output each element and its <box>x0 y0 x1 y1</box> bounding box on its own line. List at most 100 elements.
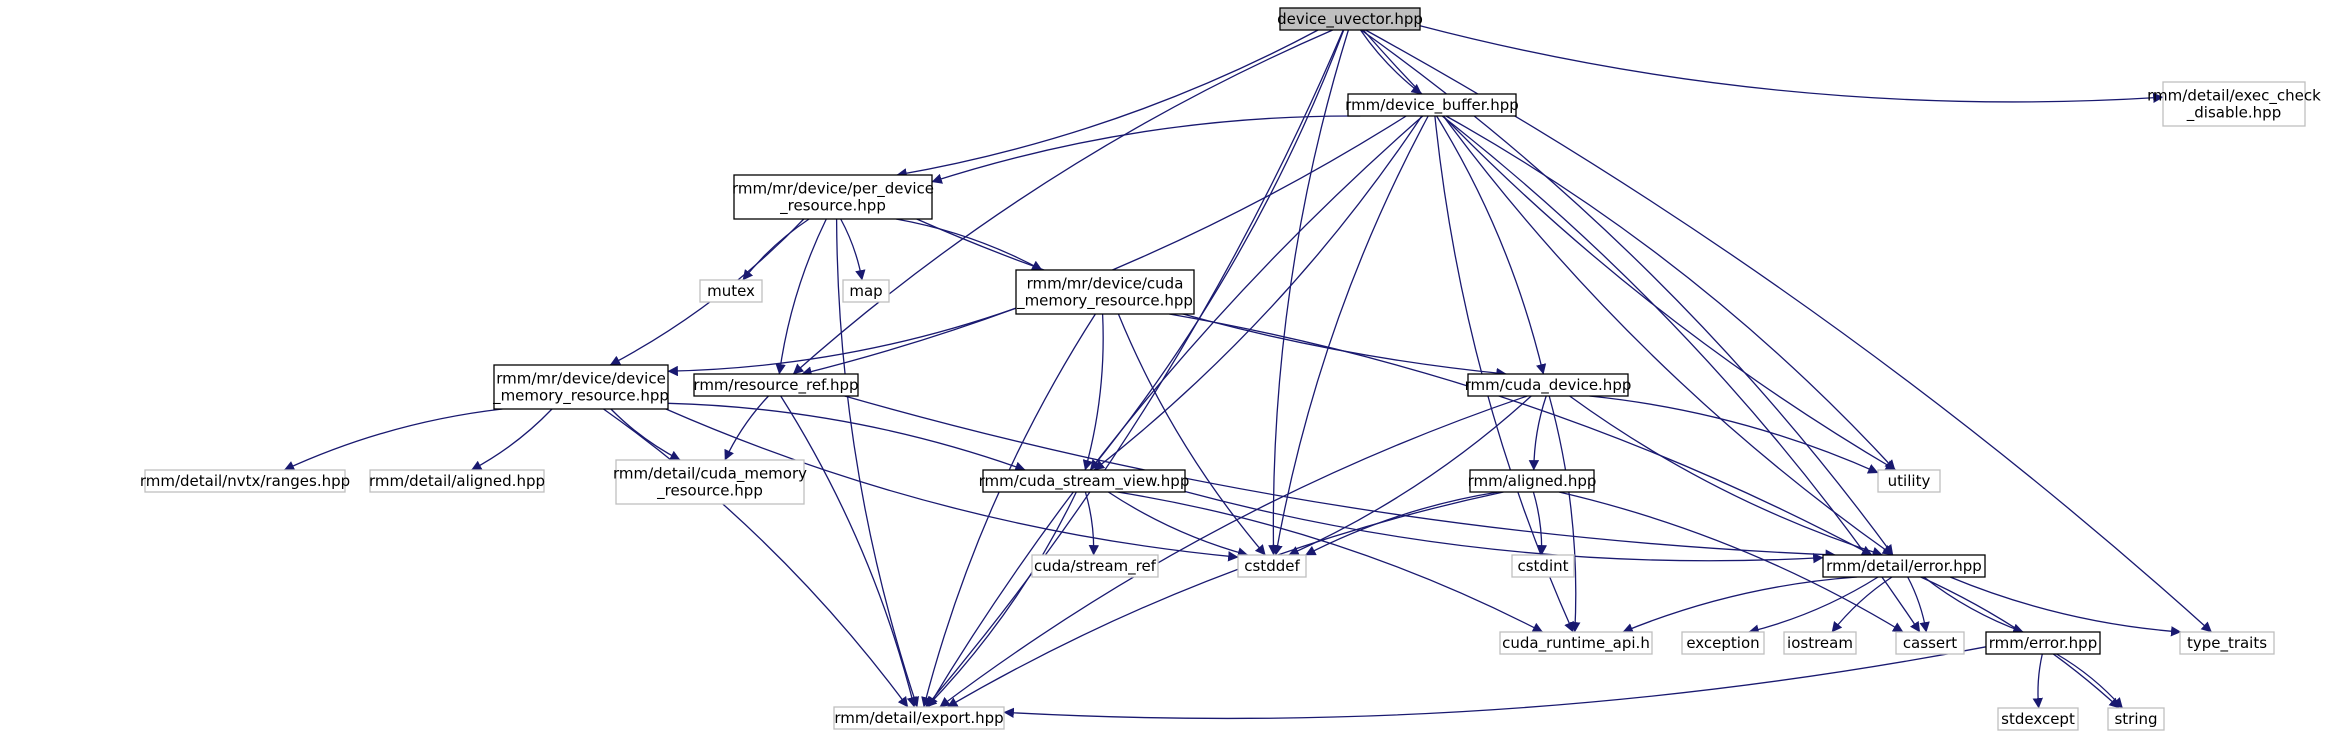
node-cuda_memory_res: rmm/detail/cuda_memory_resource.hpp <box>613 459 807 505</box>
node-label-per_device-line-1: rmm/mr/device/per_device <box>732 180 934 199</box>
edge-cuda_mr-to-export <box>921 313 1096 708</box>
edge-per_device-to-cuda_mr <box>895 218 1043 271</box>
edge-root-to-device_buffer <box>1359 29 1422 95</box>
node-label-map-line-1: map <box>849 282 882 300</box>
edge-stream_view-to-export <box>926 491 1077 708</box>
edge-device_buffer-to-stream_view <box>1093 115 1423 471</box>
edge-stream_view-to-cstddef <box>1107 491 1249 558</box>
node-box-per_device <box>733 174 933 220</box>
edge-cuda_device-to-error_detail <box>1569 395 1883 557</box>
edge-stream_view-to-error_detail <box>1184 490 1824 564</box>
node-label-iostream-line-1: iostream <box>1787 634 1853 652</box>
node-mutex: mutex <box>699 279 763 303</box>
node-label-device_mr-line-1: rmm/mr/device/device <box>496 370 666 388</box>
node-box-stream_ref <box>1031 554 1159 578</box>
node-error[interactable]: rmm/error.hpp <box>1985 631 2101 655</box>
node-label-cuda_mr-line-2: _memory_resource.hpp <box>1016 292 1193 311</box>
node-label-type_traits-line-1: type_traits <box>2187 634 2267 653</box>
edge-device_buffer-to-export <box>927 115 1424 708</box>
node-label-nvtx-line-1: rmm/detail/nvtx/ranges.hpp <box>140 472 350 490</box>
node-box-aligned_detail <box>369 469 545 493</box>
node-type_traits: type_traits <box>2179 631 2275 655</box>
node-label-aligned-line-1: rmm/aligned.hpp <box>1468 472 1597 490</box>
edge-device_buffer-to-cuda_device <box>1436 115 1547 375</box>
node-iostream: iostream <box>1783 631 1857 655</box>
node-cuda_mr[interactable]: rmm/mr/device/cuda_memory_resource.hpp <box>1015 269 1195 315</box>
node-stream_view[interactable]: rmm/cuda_stream_view.hpp <box>979 469 1190 493</box>
edge-cuda_device-to-aligned <box>1528 395 1547 471</box>
edge-error_detail-to-type_traits <box>1949 576 2182 637</box>
edge-root-to-resource_ref <box>792 29 1333 375</box>
node-box-map <box>842 279 890 303</box>
node-box-export <box>833 706 1005 730</box>
node-string: string <box>2107 707 2165 731</box>
node-label-cassert-line-1: cassert <box>1903 634 1957 652</box>
node-nvtx: rmm/detail/nvtx/ranges.hpp <box>140 469 350 493</box>
edge-error-to-stdexcept <box>2032 653 2043 709</box>
edge-resource_ref-to-cuda_memory_res <box>724 395 769 461</box>
edge-stream_view-to-cuda_runtime <box>1117 491 1544 633</box>
node-label-cuda_device-line-1: rmm/cuda_device.hpp <box>1465 376 1632 395</box>
edge-aligned-to-export <box>947 491 1504 708</box>
node-box-stream_view <box>982 469 1186 493</box>
node-label-string-line-1: string <box>2114 710 2157 728</box>
edge-cuda_device-to-cstddef <box>1288 395 1532 556</box>
node-box-resource_ref <box>693 373 859 397</box>
node-per_device[interactable]: rmm/mr/device/per_device_resource.hpp <box>732 174 934 220</box>
node-box-cuda_runtime <box>1499 631 1653 655</box>
node-box-aligned <box>1469 469 1595 493</box>
edge-device_mr-to-cuda_memory_res <box>610 408 681 461</box>
node-cassert: cassert <box>1895 631 1965 655</box>
node-device_mr[interactable]: rmm/mr/device/device_memory_resource.hpp <box>492 364 669 410</box>
node-label-cuda_memory_res-line-2: _resource.hpp <box>656 482 763 501</box>
edge-device_buffer-to-resource_ref <box>801 115 1407 377</box>
edge-device_mr-to-nvtx <box>283 408 503 471</box>
node-cuda_runtime: cuda_runtime_api.h <box>1499 631 1653 655</box>
edge-device_mr-to-stream_view <box>667 402 1026 472</box>
node-box-cstdint <box>1511 554 1575 578</box>
node-label-device_mr-line-2: _memory_resource.hpp <box>492 387 669 406</box>
node-stream_ref: cuda/stream_ref <box>1031 554 1159 578</box>
node-box-cstddef <box>1237 554 1307 578</box>
node-label-exec_check-line-1: rmm/detail/exec_check <box>2147 87 2321 106</box>
node-label-root-line-1: device_uvector.hpp <box>1277 10 1423 29</box>
edge-device_mr-to-aligned_detail <box>471 408 553 471</box>
node-label-error_detail-line-1: rmm/detail/error.hpp <box>1826 557 1982 575</box>
node-map: map <box>842 279 890 303</box>
node-label-error-line-1: rmm/error.hpp <box>1989 634 2097 652</box>
node-utility: utility <box>1877 469 1941 493</box>
edge-device_buffer-to-error_detail <box>1442 115 1894 556</box>
nodes-layer: device_uvector.hpp rmm/detail/exec_check _… <box>140 7 2321 731</box>
edge-per_device-to-export <box>835 218 920 708</box>
node-label-cuda_runtime-line-1: cuda_runtime_api.h <box>1502 634 1650 653</box>
node-aligned_detail: rmm/detail/aligned.hpp <box>369 469 545 493</box>
edge-device_buffer-to-cstddef <box>1272 115 1429 556</box>
edge-stream_view-to-stream_ref <box>1084 491 1100 556</box>
edge-device_mr-to-export <box>603 408 909 708</box>
node-label-stream_view-line-1: rmm/cuda_stream_view.hpp <box>979 472 1190 491</box>
node-error_detail[interactable]: rmm/detail/error.hpp <box>1822 554 1986 578</box>
node-root[interactable]: device_uvector.hpp <box>1277 7 1423 31</box>
edge-root-to-stream_view <box>1089 29 1345 471</box>
edge-resource_ref-to-export <box>780 395 917 708</box>
node-box-cuda_memory_res <box>615 459 805 505</box>
node-box-nvtx <box>144 469 346 493</box>
edge-cuda_device-to-export <box>939 395 1528 708</box>
node-label-cuda_memory_res-line-1: rmm/detail/cuda_memory <box>613 465 807 484</box>
edge-cuda_mr-to-device_mr <box>667 307 1017 377</box>
edge-cuda_mr-to-error_detail <box>1169 313 1873 556</box>
edge-error_detail-to-iostream <box>1831 576 1893 633</box>
node-label-cstdint-line-1: cstdint <box>1517 557 1568 575</box>
node-label-per_device-line-2: _resource.hpp <box>779 197 886 216</box>
node-box-type_traits <box>2179 631 2275 655</box>
node-box-exec_check <box>2162 81 2306 127</box>
node-device_buffer[interactable]: rmm/device_buffer.hpp <box>1345 93 1519 117</box>
node-cuda_device[interactable]: rmm/cuda_device.hpp <box>1465 373 1632 397</box>
node-resource_ref[interactable]: rmm/resource_ref.hpp <box>693 373 859 397</box>
node-cstddef: cstddef <box>1237 554 1307 578</box>
edge-device_mr-to-cstddef <box>665 408 1239 562</box>
node-aligned[interactable]: rmm/aligned.hpp <box>1468 469 1597 493</box>
edge-resource_ref-to-error_detail <box>844 395 1836 560</box>
node-box-mutex <box>699 279 763 303</box>
node-box-stdexcept <box>1997 707 2079 731</box>
